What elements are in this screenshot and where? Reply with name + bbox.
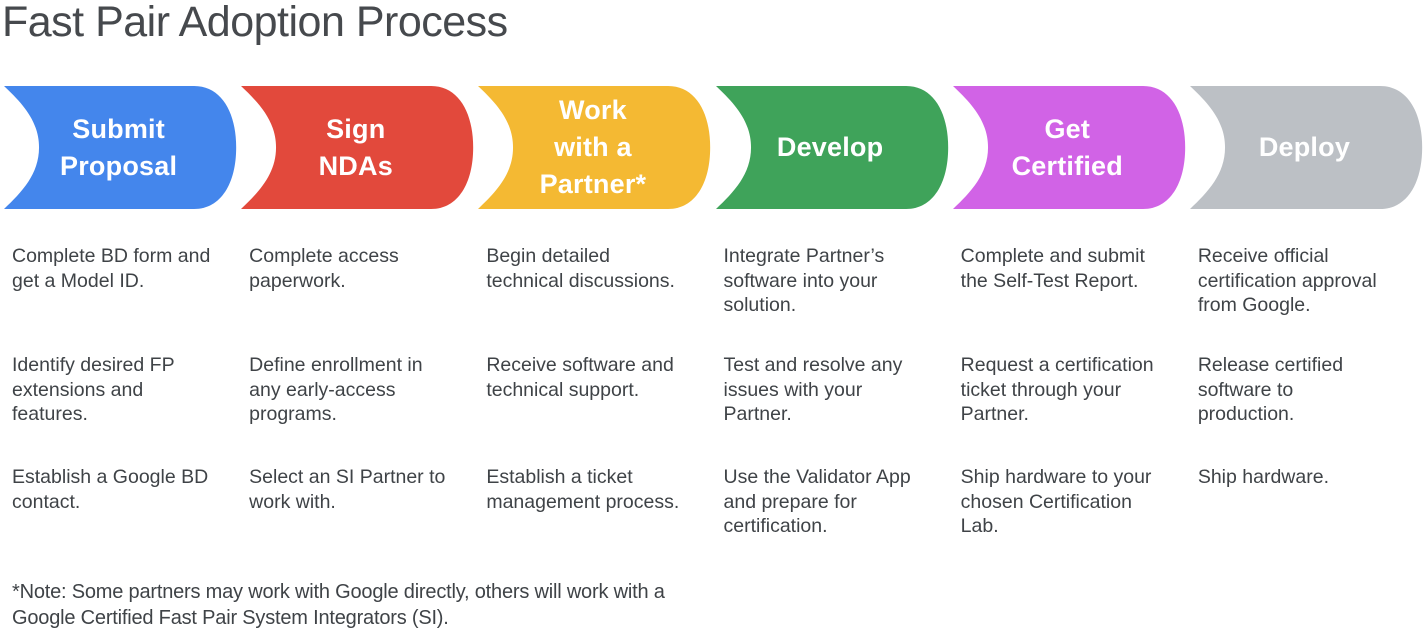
step-detail: Establish a Google BD contact. [12,466,209,513]
step-detail: Test and resolve any issues with your Pa… [723,354,903,425]
footnote: *Note: Some partners may work with Googl… [12,581,665,629]
step-sign-ndas: Sign NDAs [237,86,474,209]
step-detail: Define enrollment in any early-access pr… [249,354,423,425]
step-detail: Complete and submit the Self-Test Report… [960,245,1145,292]
step-shape-develop [715,86,948,209]
step-develop: Develop [712,86,949,209]
step-detail: Ship hardware to your chosen Certificati… [960,466,1152,537]
step-shape-work-with-partner [478,86,711,209]
step-detail: Ship hardware. [1197,466,1329,488]
step-detail: Identify desired FP extensions and featu… [12,354,175,425]
step-shape-deploy [1189,86,1423,209]
step-work-with-partner: Work with a Partner* [474,86,711,209]
step-submit-proposal: Submit Proposal [0,86,237,209]
step-label: Deploy [1258,132,1351,162]
step-detail: Receive official certification approval … [1197,245,1377,316]
step-detail: Use the Validator App and prepare for ce… [723,466,911,537]
step-shape-sign-ndas [241,86,474,209]
step-label: Develop [776,132,884,162]
step-deploy: Deploy [1186,86,1423,209]
step-detail: Release certified software to production… [1197,354,1344,425]
step-detail: Receive software and technical support. [486,354,674,401]
step-details-grid: Complete BD form and get a Model ID. Ide… [0,244,1423,539]
process-steps: Submit Proposal Sign NDAs Work with a Pa… [0,86,1423,209]
page-title: Fast Pair Adoption Process [2,0,508,46]
step-get-certified: Get Certified [949,86,1186,209]
step-shape-get-certified [952,86,1185,209]
step-label: Sign NDAs [318,113,393,181]
step-detail: Begin detailed technical discussions. [486,245,675,292]
step-shape-submit-proposal [4,86,237,209]
step-detail: Complete BD form and get a Model ID. [12,245,211,292]
step-label: Get Certified [1011,113,1123,181]
step-detail: Request a certification ticket through y… [960,354,1154,425]
step-detail: Establish a ticket management process. [486,466,680,513]
step-detail: Complete access paperwork. [249,245,399,292]
step-label: Work with a Partner* [539,95,647,199]
step-detail: Integrate Partner’s software into your s… [723,245,885,316]
step-detail: Select an SI Partner to work with. [249,466,446,513]
step-label: Submit Proposal [60,113,178,181]
